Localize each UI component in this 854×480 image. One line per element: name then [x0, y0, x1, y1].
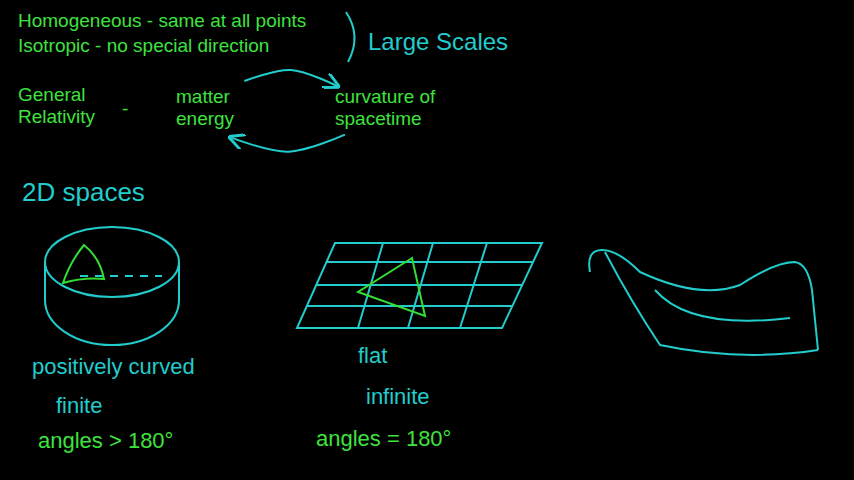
definition-text: Homogeneous - same at all points	[18, 10, 306, 32]
sphere-drawing	[45, 227, 179, 345]
saddle-drawing	[589, 250, 818, 355]
node-text: matter energy	[176, 86, 260, 130]
flat-triangle	[358, 258, 425, 316]
definition-text: Isotropic - no special direction	[18, 35, 269, 57]
cycle-arrow	[231, 135, 345, 152]
shape-caption: finite	[56, 393, 102, 418]
spherical-triangle	[63, 245, 104, 283]
shape-caption: positively curved	[32, 354, 195, 379]
flat-grid	[297, 243, 542, 328]
dash: -	[122, 98, 128, 120]
concept-node: curvature of spacetime	[333, 84, 467, 132]
shape-caption: infinite	[366, 384, 430, 409]
node-text: curvature of spacetime	[335, 86, 465, 130]
shape-caption: angles = 180°	[316, 426, 451, 451]
concept-node: matter energy	[174, 84, 262, 132]
handwritten-note: Large Scales	[368, 28, 508, 56]
shape-caption: angles > 180°	[38, 428, 173, 453]
cycle-arrow	[244, 70, 337, 86]
theory-name: General Relativity	[18, 84, 118, 128]
shape-caption: flat	[358, 343, 387, 368]
bracket	[346, 12, 355, 62]
section-heading: 2D spaces	[22, 178, 145, 208]
